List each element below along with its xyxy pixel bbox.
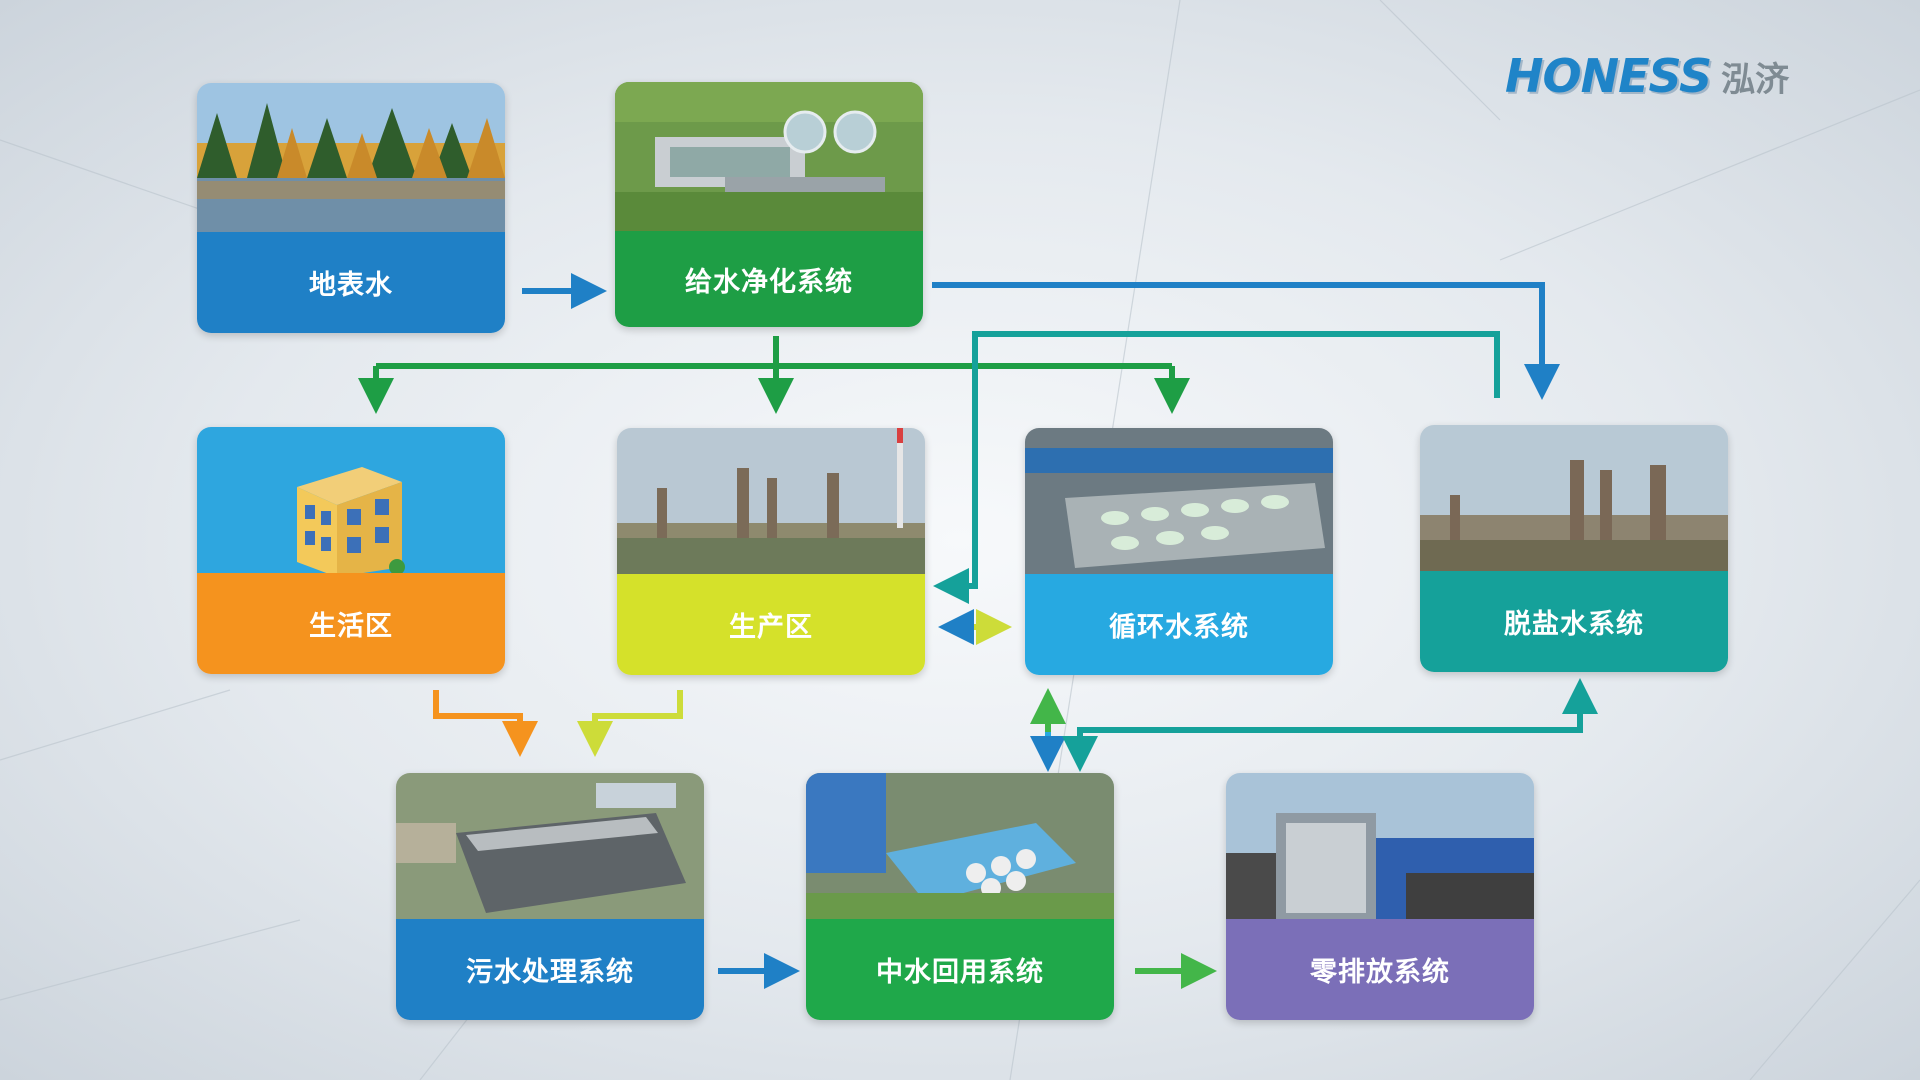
reclaimed-water-plant-photo [806, 773, 1114, 923]
residential-building-illustration [197, 427, 505, 577]
arrow-reclaimed-desalinated [1077, 678, 1598, 760]
node-label: 中水回用系统 [806, 919, 1114, 1020]
node-sewage-treatment[interactable]: 污水处理系统 [396, 773, 704, 1020]
cooling-tower-photo [1025, 428, 1333, 578]
node-label: 污水处理系统 [396, 919, 704, 1020]
sewage-plant-photo [396, 773, 704, 923]
node-water-purification[interactable]: 给水净化系统 [615, 82, 923, 327]
arrow-desalinated-to-production [933, 331, 1500, 604]
arrow-purification-to-desalinated [932, 282, 1560, 400]
arrow-production-to-sewage [577, 690, 683, 757]
node-surface-water[interactable]: 地表水 [197, 83, 505, 333]
node-desalinated-water[interactable]: 脱盐水系统 [1420, 425, 1728, 672]
honess-logo: HONESS 泓济 [1505, 49, 1790, 103]
lake-forest-photo [197, 83, 505, 235]
node-label: 循环水系统 [1025, 574, 1333, 675]
logo-english: HONESS [1505, 49, 1712, 103]
arrow-living-to-sewage [433, 690, 538, 757]
node-label: 脱盐水系统 [1420, 571, 1728, 672]
node-label: 生活区 [197, 573, 505, 674]
logo-chinese: 泓济 [1721, 59, 1790, 100]
node-label: 地表水 [197, 232, 505, 333]
production-plant-photo [617, 428, 925, 578]
node-zero-discharge[interactable]: 零排放系统 [1226, 773, 1534, 1020]
purification-plant-photo [615, 82, 923, 232]
node-label: 零排放系统 [1226, 919, 1534, 1020]
node-living-area[interactable]: 生活区 [197, 427, 505, 674]
arrow-reclaimed-return [1062, 727, 1580, 772]
node-circulating-water[interactable]: 循环水系统 [1025, 428, 1333, 675]
desalination-plant-photo [1420, 425, 1728, 575]
node-reclaimed-water[interactable]: 中水回用系统 [806, 773, 1114, 1020]
arrows [358, 273, 1598, 989]
node-production-area[interactable]: 生产区 [617, 428, 925, 675]
node-label: 给水净化系统 [615, 231, 923, 327]
node-label: 生产区 [617, 574, 925, 675]
zero-discharge-plant-photo [1226, 773, 1534, 923]
